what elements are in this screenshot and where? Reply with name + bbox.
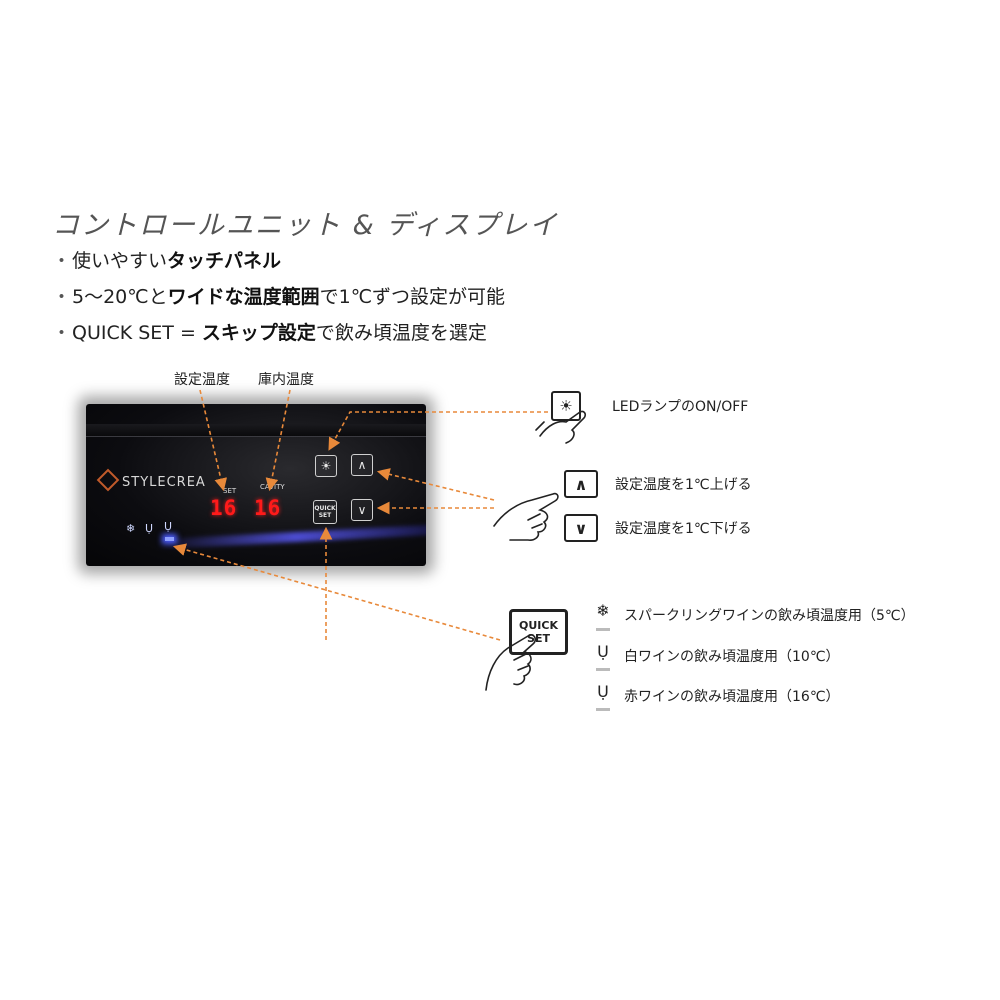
hand-quick-set-icon [485, 634, 536, 691]
section-heading: コントロールユニット & ディスプレイ [52, 210, 559, 241]
legend-up-text: 設定温度を1℃上げる [615, 477, 752, 493]
panel-set-label: SET [223, 487, 237, 495]
brand-name: STYLECREA [122, 475, 206, 490]
mode-indicator-bar [596, 628, 610, 631]
white-wine-mode-icon: Ụ [145, 522, 154, 535]
cavity-temp-display: 16 [254, 496, 282, 520]
chevron-down-icon: ∨ [357, 503, 367, 517]
bullet-emphasis: タッチパネル [167, 250, 282, 272]
light-icon: ☀ [559, 397, 573, 415]
temp-down-button[interactable]: ∨ [351, 499, 373, 521]
bullet-text: 5～20℃と [72, 286, 168, 308]
bullet-dot: ・ [52, 322, 72, 344]
bullet-dot: ・ [52, 250, 72, 272]
hand-led-icon [535, 410, 587, 444]
mode-indicator-bar [596, 668, 610, 671]
feature-bullet: ・使いやすいタッチパネル [52, 246, 505, 282]
bullet-text: 使いやすい [72, 250, 168, 272]
red-wine-icon: Ụ [597, 682, 609, 701]
mode-arrow [172, 543, 501, 641]
sparkling-mode-icon: ❄ [126, 522, 136, 535]
legend-white-wine-text: 白ワインの飲み頃温度用（10℃） [624, 649, 840, 665]
cavity-temp-arrow [265, 389, 291, 492]
active-mode-led [165, 537, 174, 541]
light-icon: ☀ [320, 459, 332, 473]
led-toggle-button[interactable]: ☀ [315, 455, 337, 477]
legend-down-text: 設定温度を1℃下げる [615, 521, 752, 537]
set-temp-arrow [199, 389, 228, 492]
feature-bullet: ・QUICK SET = スキップ設定で飲み頃温度を選定 [52, 318, 505, 354]
led-arrow [328, 411, 548, 451]
legend-down-button: ∨ [564, 514, 598, 542]
chevron-up-icon: ∧ [357, 458, 367, 472]
bullet-dot: ・ [52, 286, 72, 308]
mode-indicator-bar [596, 708, 610, 711]
brand-logo: STYLECREA [96, 468, 206, 492]
legend-red-wine-text: 赤ワインの飲み頃温度用（16℃） [624, 689, 840, 705]
feature-bullet: ・5～20℃とワイドな温度範囲で1℃ずつ設定が可能 [52, 282, 505, 318]
set-temp-display: 16 [210, 496, 238, 520]
chevron-down-icon: ∨ [574, 518, 588, 538]
feature-list: ・使いやすいタッチパネル・5～20℃とワイドな温度範囲で1℃ずつ設定が可能・QU… [52, 246, 505, 354]
legend-up-button: ∧ [564, 470, 598, 498]
chevron-up-icon: ∧ [574, 474, 588, 494]
up-arrow [376, 468, 495, 501]
white-wine-icon: Ụ [597, 642, 609, 661]
sparkling-wine-icon: ❄ [596, 601, 610, 620]
bullet-emphasis: スキップ設定 [201, 322, 316, 344]
bullet-text: で1℃ずつ設定が可能 [319, 286, 506, 308]
bullet-text: で飲み頃温度を選定 [315, 322, 487, 344]
legend-led-button: ☀ [551, 391, 581, 421]
set-temp-label: 設定温度 [174, 372, 230, 388]
legend-sparkling-text: スパークリングワインの飲み頃温度用（5℃） [624, 608, 915, 624]
panel-top-edge [86, 424, 426, 437]
hand-pointing-icon [493, 492, 559, 541]
bullet-emphasis: ワイドな温度範囲 [167, 286, 320, 308]
red-wine-mode-icon: Ụ [164, 520, 173, 533]
bullet-text: QUICK SET = [72, 322, 202, 344]
temp-up-button[interactable]: ∧ [351, 454, 373, 476]
legend-led-text: LEDランプのON/OFF [612, 399, 749, 415]
cavity-temp-label: 庫内温度 [258, 372, 314, 388]
